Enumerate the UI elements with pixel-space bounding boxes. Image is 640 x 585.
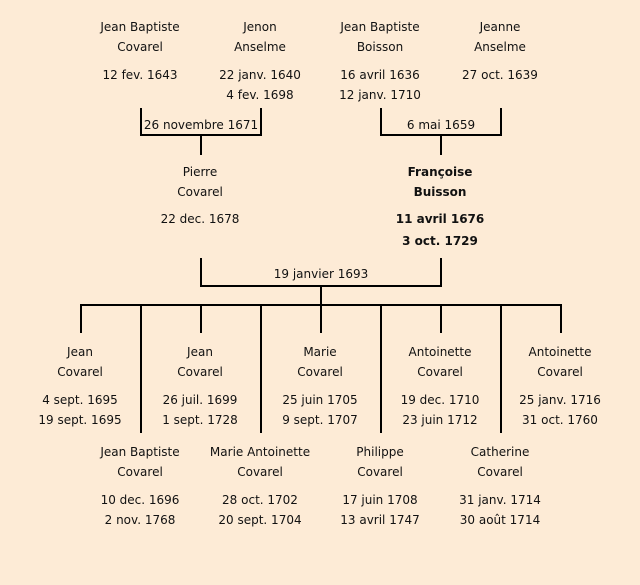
birth-date: 22 dec. 1678 xyxy=(160,212,240,226)
marriage-date-left: 26 novembre 1671 xyxy=(143,118,259,132)
first-name: Philippe xyxy=(356,445,404,459)
death-date: 23 juin 1712 xyxy=(402,413,478,427)
last-name: Covarel xyxy=(57,365,103,379)
last-name: Covarel xyxy=(237,465,283,479)
birth-date: 22 janv. 1640 xyxy=(219,68,301,82)
last-name: Anselme xyxy=(234,40,286,54)
death-date: 4 fev. 1698 xyxy=(226,88,294,102)
last-name: Covarel xyxy=(117,40,163,54)
last-name: Covarel xyxy=(117,465,163,479)
birth-date: 27 oct. 1639 xyxy=(462,68,538,82)
last-name: Covarel xyxy=(537,365,583,379)
birth-date: 17 juin 1708 xyxy=(342,493,418,507)
child-drops-row1 xyxy=(80,305,562,333)
first-name: Antoinette xyxy=(528,345,592,359)
last-name: Covarel xyxy=(177,185,223,199)
last-name: Covarel xyxy=(177,365,223,379)
death-date: 2 nov. 1768 xyxy=(104,513,176,527)
last-name: Anselme xyxy=(474,40,526,54)
last-name: Covarel xyxy=(477,465,523,479)
last-name: Buisson xyxy=(413,185,467,199)
child-drops-row2 xyxy=(140,305,502,433)
first-name: Jean Baptiste xyxy=(340,20,420,34)
death-date: 13 avril 1747 xyxy=(340,513,420,527)
marriage-bracket-left xyxy=(140,108,262,155)
death-date: 9 sept. 1707 xyxy=(282,413,358,427)
last-name: Covarel xyxy=(417,365,463,379)
first-name: Jeanne xyxy=(479,20,521,34)
birth-date: 25 janv. 1716 xyxy=(519,393,601,407)
marriage-date-parents: 19 janvier 1693 xyxy=(273,267,369,281)
birth-date: 16 avril 1636 xyxy=(340,68,420,82)
death-date: 30 août 1714 xyxy=(459,513,541,527)
birth-date: 19 dec. 1710 xyxy=(400,393,480,407)
first-name: Jenon xyxy=(243,20,277,34)
first-name: Jean xyxy=(67,345,93,359)
last-name: Covarel xyxy=(297,365,343,379)
first-name: Françoise xyxy=(407,165,473,179)
death-date: 1 sept. 1728 xyxy=(162,413,238,427)
first-name: Jean xyxy=(187,345,213,359)
birth-date: 4 sept. 1695 xyxy=(42,393,118,407)
birth-date: 10 dec. 1696 xyxy=(100,493,180,507)
first-name: Jean Baptiste xyxy=(100,20,180,34)
last-name: Boisson xyxy=(356,40,404,54)
first-name: Antoinette xyxy=(408,345,472,359)
birth-date: 26 juil. 1699 xyxy=(162,393,238,407)
death-date: 19 sept. 1695 xyxy=(38,413,122,427)
death-date: 31 oct. 1760 xyxy=(522,413,598,427)
birth-date: 12 fev. 1643 xyxy=(102,68,178,82)
first-name: Marie Antoinette xyxy=(209,445,311,459)
first-name: Catherine xyxy=(470,445,530,459)
birth-date: 28 oct. 1702 xyxy=(222,493,298,507)
last-name: Covarel xyxy=(357,465,403,479)
marriage-date-right: 6 mai 1659 xyxy=(406,118,476,132)
birth-date: 11 avril 1676 xyxy=(395,212,485,226)
marriage-bracket-right xyxy=(380,108,502,155)
death-date: 12 janv. 1710 xyxy=(339,88,421,102)
first-name: Marie xyxy=(303,345,337,359)
birth-date: 31 janv. 1714 xyxy=(459,493,541,507)
marriage-bracket-parents xyxy=(200,258,442,305)
first-name: Pierre xyxy=(182,165,218,179)
birth-date: 25 juin 1705 xyxy=(282,393,358,407)
death-date: 3 oct. 1729 xyxy=(402,234,478,248)
death-date: 20 sept. 1704 xyxy=(218,513,302,527)
first-name: Jean Baptiste xyxy=(100,445,180,459)
